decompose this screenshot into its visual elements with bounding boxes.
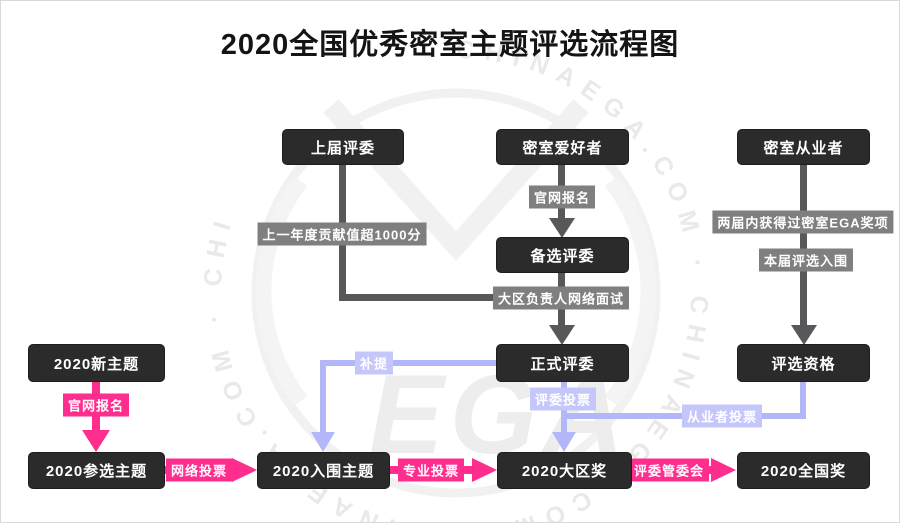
watermark-circle-text: CHINAEGA.COM · CHINAEGA.COM · CHINAEGA.C… [199, 36, 714, 522]
page-title: 2020全国优秀密室主题评选流程图 [220, 29, 680, 61]
arrowhead-supplement-into-shortlist [311, 432, 335, 452]
arrowhead-into-shortlisted-themes [232, 458, 257, 482]
edge-label-theme-official-signup: 官网报名 [62, 393, 130, 417]
edge-label-ega-award-within-two: 两届内获得过密室EGA奖项 [712, 210, 894, 234]
edge-label-professional-vote: 专业投票 [397, 458, 465, 482]
watermark-arc-left [255, 176, 308, 406]
edge-label-network-vote: 网络投票 [165, 458, 233, 482]
edge-label-supplement: 补提 [354, 351, 394, 375]
edge-practitionervote-down-line [800, 381, 806, 419]
node-candidate-themes-2020: 2020参选主题 [29, 453, 164, 488]
node-shortlisted-themes-2020: 2020入围主题 [258, 453, 389, 488]
arrowhead-into-official-judges [549, 325, 575, 345]
arrowhead-into-national-award [711, 458, 736, 482]
node-room-enthusiasts: 密室爱好者 [497, 130, 628, 164]
edge-label-fan-official-signup: 官网报名 [528, 185, 596, 209]
edge-supplement-down-line [320, 360, 326, 433]
arrowhead-into-candidate-themes [82, 430, 110, 452]
edge-label-regional-head-interview: 大区负责人网络面试 [492, 286, 630, 310]
arrowhead-into-qualification [791, 325, 817, 345]
edge-label-judge-vote: 评委投票 [529, 387, 597, 411]
arrowhead-into-regional-award [472, 458, 497, 482]
edge-label-judge-committee: 评委管委会 [628, 458, 710, 482]
edge-label-current-shortlisted: 本届评选入围 [758, 248, 854, 272]
edge-practitioner-to-qualification-line [800, 164, 807, 326]
arrowhead-into-backup-judges [549, 218, 575, 238]
edge-label-last-year-contribution: 上一年度贡献值超1000分 [257, 222, 427, 246]
node-prev-judges: 上届评委 [283, 130, 403, 164]
edge-supplement-across-line [320, 360, 497, 366]
edge-label-practitioner-vote: 从业者投票 [681, 404, 763, 428]
node-new-themes-2020: 2020新主题 [29, 345, 164, 381]
node-backup-judges: 备选评委 [497, 238, 628, 272]
node-national-award-2020: 2020全国奖 [738, 453, 869, 488]
arrowhead-judgevote-into-regional [552, 432, 576, 452]
node-regional-award-2020: 2020大区奖 [498, 453, 631, 488]
node-selection-qualification: 评选资格 [738, 345, 869, 381]
node-official-judges: 正式评委 [497, 345, 628, 381]
node-room-practitioners: 密室从业者 [738, 130, 869, 164]
